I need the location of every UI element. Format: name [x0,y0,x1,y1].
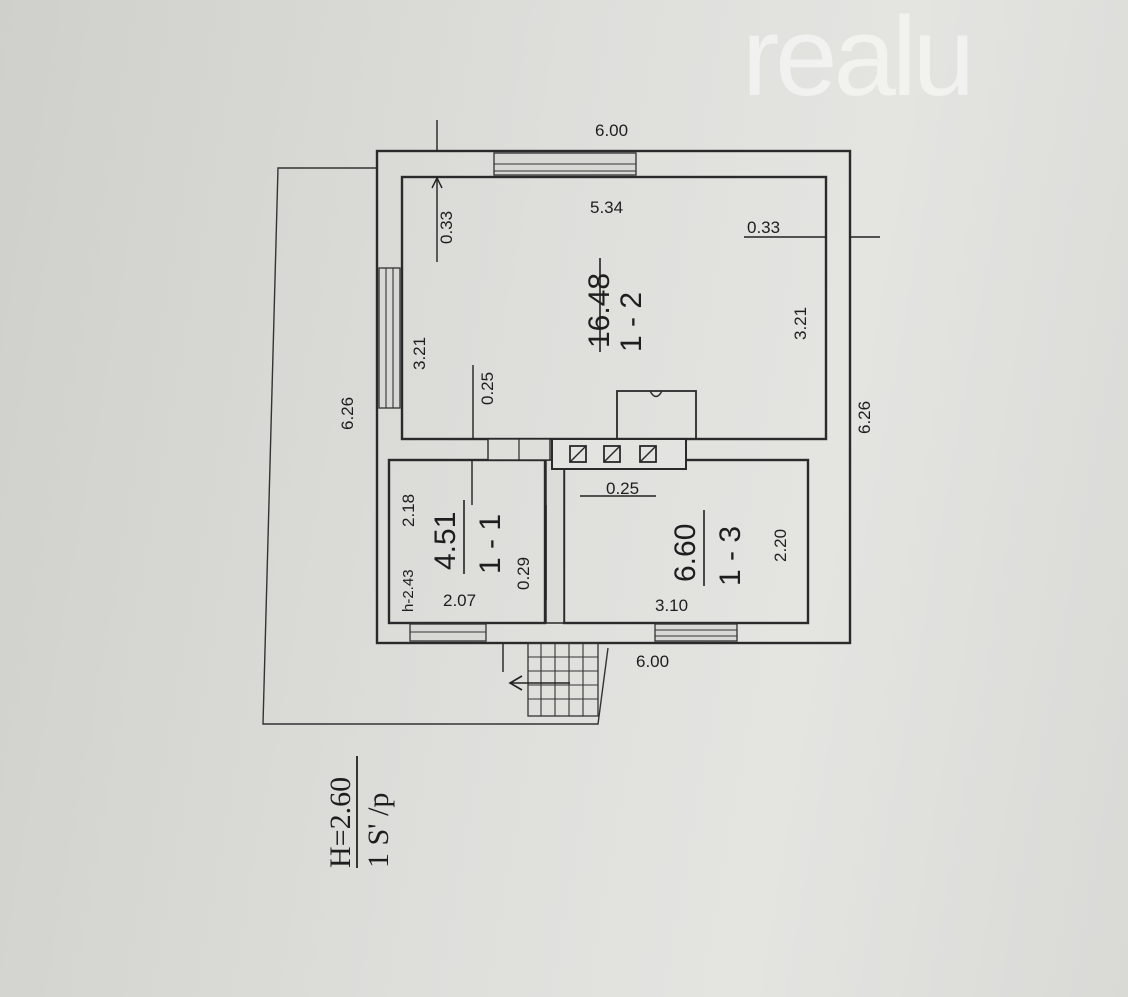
legend-top: 1 S' /p [362,793,395,868]
dim-room11-width: 2.07 [443,591,476,610]
plan-legend: 1 S' /p H=2.60 [324,756,395,868]
room-1-1-walls [387,458,547,625]
dim-wall-right: 0.33 [747,218,780,237]
site-outline [262,167,609,725]
entrance-arrow-icon [508,675,570,691]
svg-text:6.60: 6.60 [669,524,702,582]
svg-text:16.48: 16.48 [583,273,616,348]
dim-room12-right: 3.21 [791,307,810,340]
dim-room12-left: 3.21 [410,337,429,370]
dim-room11-depth: 2.18 [399,494,418,527]
dim-room13-width: 3.10 [655,596,688,615]
dim-room13-depth: 2.20 [771,529,790,562]
stove [616,390,697,440]
svg-text:1 - 3: 1 - 3 [714,526,747,586]
window [493,152,637,176]
svg-text:1 - 2: 1 - 2 [615,292,648,352]
dim-partition-b: 0.25 [606,479,639,498]
vent-icon [569,445,657,463]
dim-partition-a: 0.25 [478,372,497,405]
dim-wall-top-left: 0.33 [437,211,456,244]
legend-bottom: H=2.60 [324,777,357,868]
dim-room11-height: h-2.43 [400,569,417,612]
dim-outer-bottom: 6.00 [636,652,669,671]
chimney [551,438,687,470]
dim-outer-top: 6.00 [595,121,628,140]
dimension-marks [431,120,880,672]
dim-partition-c: 0.29 [514,557,533,590]
room-label-1-1: 1 - 1 4.51 [429,500,507,574]
dim-outer-right: 6.26 [855,401,874,434]
window [378,267,401,409]
window [409,623,487,642]
svg-text:4.51: 4.51 [429,512,462,570]
outer-wall [375,149,852,645]
dimension-labels: 6.00 5.34 0.33 6.00 3.10 0.25 2.07 0.33 … [338,121,874,671]
dim-outer-left: 6.26 [338,397,357,430]
dim-inner-top: 5.34 [590,198,623,217]
svg-text:1 - 1: 1 - 1 [474,514,507,574]
window [654,623,738,642]
entrance-stairs [527,642,599,717]
realu-logo: realu [742,0,971,119]
partition-wall [545,459,565,624]
room-label-1-2: 1 - 2 16.48 [583,258,648,352]
room-label-1-3: 1 - 3 6.60 [669,510,747,586]
